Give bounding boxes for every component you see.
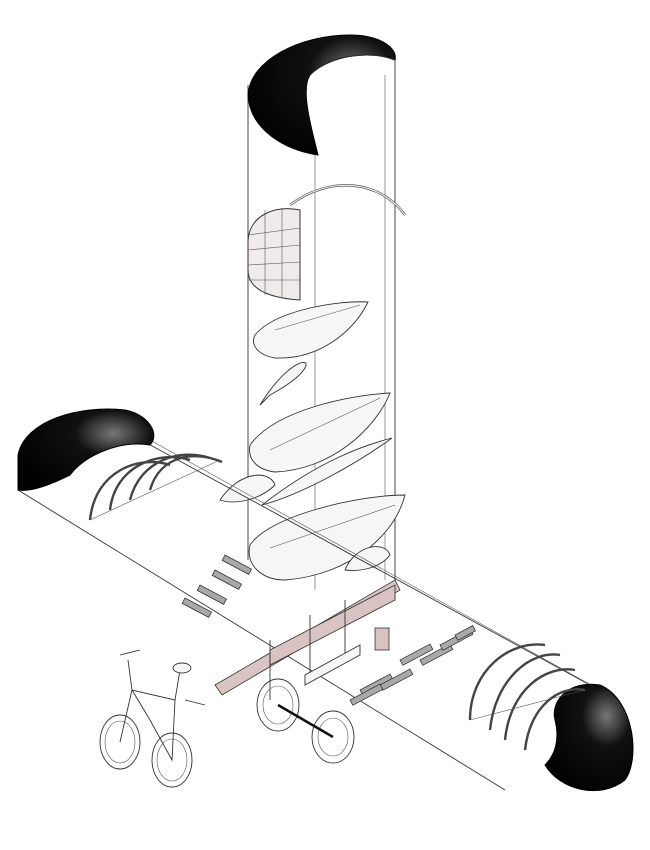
bicycle [99,649,206,788]
vertical-ribs [247,184,406,301]
chassis-frame [214,579,401,700]
left-cap [17,408,155,491]
trailer-wheels [256,678,355,764]
horizontal-tube [17,408,634,792]
horizontal-ribs [88,453,586,751]
vertical-tube-top-cap [247,34,396,156]
right-cap [544,683,634,792]
floor-planks [181,554,476,706]
hull-layers [219,301,406,581]
